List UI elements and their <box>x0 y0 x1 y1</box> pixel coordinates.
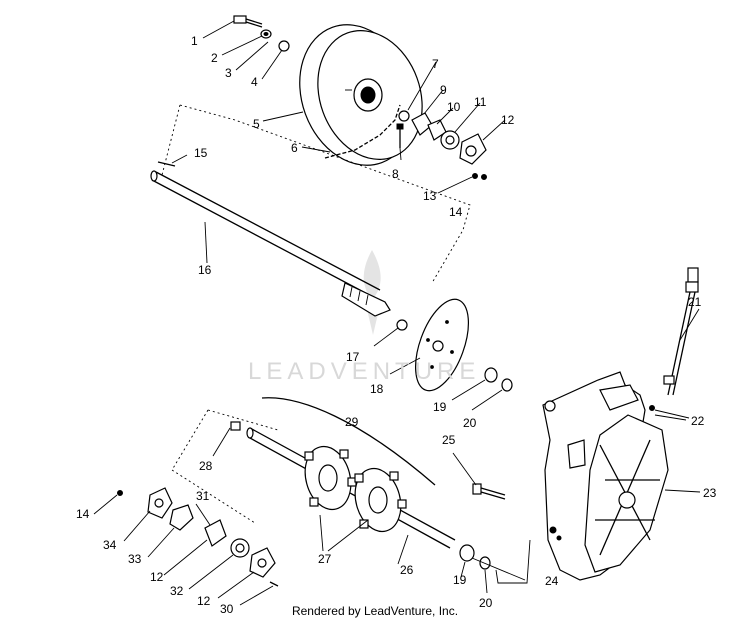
nut-14b <box>117 490 123 496</box>
sprocket-right <box>354 467 407 533</box>
callout-15: 15 <box>194 146 208 160</box>
callout-19: 19 <box>433 400 447 414</box>
key-15 <box>157 161 176 167</box>
callout-34: 34 <box>103 538 117 552</box>
callout-30: 30 <box>220 602 234 616</box>
callout-19b: 19 <box>453 573 467 587</box>
callout-16: 16 <box>198 263 212 277</box>
plate-33 <box>169 504 194 531</box>
watermark-text: LEADVENTURE <box>248 358 481 385</box>
callout-29: 29 <box>345 415 359 429</box>
callout-26: 26 <box>400 563 414 577</box>
callout-8: 8 <box>392 167 399 181</box>
callout-32: 32 <box>170 584 184 598</box>
callout-11: 11 <box>474 95 487 109</box>
washer-22 <box>649 405 655 411</box>
washer-7 <box>398 110 410 122</box>
callout-14: 14 <box>449 205 463 219</box>
snap-ring-17 <box>396 319 408 331</box>
driven-pulley <box>299 24 423 166</box>
nut-14 <box>481 174 487 180</box>
washer-20a <box>501 378 513 392</box>
chaincase-cover <box>584 414 669 573</box>
chain-belt <box>324 104 401 159</box>
callout-2: 2 <box>211 51 218 65</box>
callout-7: 7 <box>432 57 439 71</box>
bolt-25 <box>472 483 506 500</box>
callout-12c: 12 <box>197 594 211 608</box>
callout-24: 24 <box>545 574 559 588</box>
callout-20: 20 <box>463 416 477 430</box>
callout-31: 31 <box>196 489 210 503</box>
washer-2-hole <box>263 32 269 36</box>
callout-6: 6 <box>291 141 298 155</box>
brake-disc <box>415 298 469 392</box>
callout-25: 25 <box>442 433 456 447</box>
callout-23: 23 <box>703 486 717 500</box>
bolt-1 <box>233 15 263 28</box>
callout-9: 9 <box>440 83 447 97</box>
leader-lines <box>93 20 701 606</box>
bolt-8 <box>396 123 404 148</box>
bearing-19a <box>484 367 498 383</box>
callout-28: 28 <box>199 459 213 473</box>
bolt-30 <box>269 581 279 587</box>
callout-12: 12 <box>501 113 515 127</box>
callout-21: 21 <box>688 295 702 309</box>
callout-20b: 20 <box>479 596 493 610</box>
driveshaft <box>150 170 391 317</box>
callout-17: 17 <box>346 350 360 364</box>
callout-33: 33 <box>128 552 142 566</box>
callout-12b: 12 <box>150 570 164 584</box>
washer-13 <box>472 173 478 179</box>
footer-credit: Rendered by LeadVenture, Inc. <box>291 604 459 618</box>
callout-1: 1 <box>191 34 198 48</box>
callout-13: 13 <box>423 189 437 203</box>
callout-14b: 14 <box>76 507 90 521</box>
callout-labels: 1 2 3 4 5 6 7 8 9 10 11 12 13 14 15 16 1… <box>76 34 717 616</box>
callout-3: 3 <box>225 66 232 80</box>
callout-18: 18 <box>370 382 384 396</box>
dipstick <box>663 267 699 396</box>
plug-28 <box>230 421 241 431</box>
seal-31 <box>204 519 227 547</box>
callout-5: 5 <box>253 117 260 131</box>
bearing-19b <box>459 544 475 562</box>
callout-22: 22 <box>691 414 705 428</box>
callout-4: 4 <box>251 75 258 89</box>
sprocket-left <box>304 445 357 511</box>
callout-10: 10 <box>447 100 461 114</box>
spacer-4 <box>278 40 290 52</box>
callout-27: 27 <box>318 552 332 566</box>
